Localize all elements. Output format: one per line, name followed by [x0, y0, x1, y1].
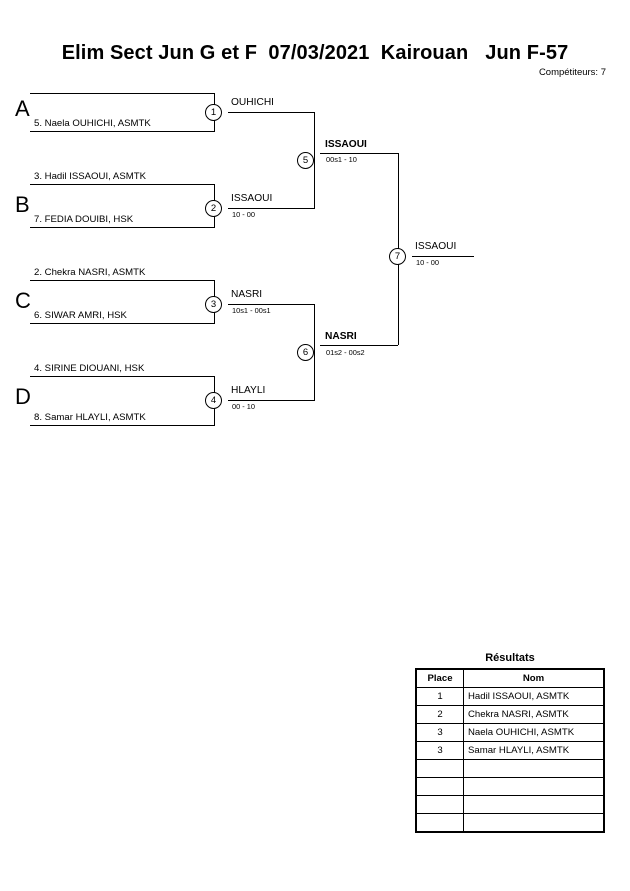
result-name: Samar HLAYLI, ASMTK: [463, 741, 605, 760]
result-place: 2: [415, 705, 464, 724]
group-label-d: D: [15, 384, 31, 409]
match-winner-5: ISSAOUI: [325, 139, 367, 150]
match-score-6: 01s2 - 00s2: [326, 348, 365, 357]
table-row: 1 Hadil ISSAOUI, ASMTK: [415, 687, 605, 706]
result-name: [463, 795, 605, 814]
group-label-b: B: [15, 192, 30, 217]
results-column-place: Place: [415, 668, 464, 688]
group-label-a: A: [15, 96, 30, 121]
results-column-name: Nom: [463, 668, 605, 688]
winner-line-2: [228, 208, 314, 209]
table-row: [415, 813, 605, 833]
winner-line-5: [320, 153, 398, 154]
slot-name-d-top: 4. SIRINE DIOUANI, HSK: [34, 363, 145, 374]
slot-name-c-top: 2. Chekra NASRI, ASMTK: [34, 267, 146, 278]
table-row: [415, 759, 605, 778]
slot-line-b-bottom: [30, 227, 214, 228]
match-winner-4: HLAYLI: [231, 385, 266, 396]
result-place: [415, 813, 464, 833]
slot-name-c-bottom: 6. SIWAR AMRI, HSK: [34, 310, 127, 321]
slot-line-a-top: [30, 93, 214, 94]
competitors-count: Compétiteurs: 7: [538, 67, 606, 78]
result-place: [415, 795, 464, 814]
result-place: 3: [415, 723, 464, 742]
table-row: 3 Samar HLAYLI, ASMTK: [415, 741, 605, 760]
result-place: 1: [415, 687, 464, 706]
result-name: Naela OUHICHI, ASMTK: [463, 723, 605, 742]
match-score-7: 10 - 00: [416, 258, 440, 267]
match-winner-3: NASRI: [231, 289, 263, 300]
tournament-bracket: A B C D 5. Naela OUHICHI, ASMTK 1 OUHICH…: [15, 93, 474, 426]
match-winner-6: NASRI: [325, 331, 357, 342]
results-body: 1 Hadil ISSAOUI, ASMTK 2 Chekra NASRI, A…: [415, 687, 605, 833]
result-place: [415, 777, 464, 796]
result-name: [463, 777, 605, 796]
match-number-2[interactable]: 2: [205, 200, 222, 217]
results-header-row: Place Nom: [415, 668, 605, 688]
match-number-3[interactable]: 3: [205, 296, 222, 313]
results-panel: Résultats Place Nom 1 Hadil ISSAOUI, ASM…: [415, 652, 605, 833]
slot-name-b-top: 3. Hadil ISSAOUI, ASMTK: [34, 171, 146, 182]
page-title: Elim Sect Jun G et F 07/03/2021 Kairouan…: [61, 42, 569, 64]
match-number-5[interactable]: 5: [297, 152, 314, 169]
match-number-1[interactable]: 1: [205, 104, 222, 121]
match-number-6[interactable]: 6: [297, 344, 314, 361]
match-score-4: 00 - 10: [232, 402, 256, 411]
slot-name-b-bottom: 7. FEDIA DOUIBI, HSK: [34, 214, 134, 225]
match-winner-7: ISSAOUI: [415, 241, 457, 252]
result-name: Hadil ISSAOUI, ASMTK: [463, 687, 605, 706]
slot-line-a-bottom: [30, 131, 214, 132]
slot-line-d-top: [30, 376, 214, 377]
table-row: 2 Chekra NASRI, ASMTK: [415, 705, 605, 724]
match-score-5: 00s1 - 10: [326, 155, 357, 164]
match-number-4[interactable]: 4: [205, 392, 222, 409]
slot-name-d-bottom: 8. Samar HLAYLI, ASMTK: [34, 412, 146, 423]
match-score-3: 10s1 - 00s1: [232, 306, 271, 315]
winner-line-1: [228, 112, 314, 113]
group-label-c: C: [15, 288, 31, 313]
result-place: [415, 759, 464, 778]
results-table: Place Nom 1 Hadil ISSAOUI, ASMTK 2 Chekr…: [415, 668, 605, 833]
match-connector-5: [314, 112, 315, 209]
winner-line-4: [228, 400, 314, 401]
slot-line-d-bottom: [30, 425, 214, 426]
slot-name-a-bottom: 5. Naela OUHICHI, ASMTK: [34, 118, 151, 129]
result-name: [463, 759, 605, 778]
match-connector-6: [314, 304, 315, 401]
results-title: Résultats: [485, 652, 535, 664]
match-winner-2: ISSAOUI: [231, 193, 273, 204]
result-name: [463, 813, 605, 833]
match-number-7[interactable]: 7: [389, 248, 406, 265]
slot-line-c-top: [30, 280, 214, 281]
slot-line-c-bottom: [30, 323, 214, 324]
table-row: 3 Naela OUHICHI, ASMTK: [415, 723, 605, 742]
table-row: [415, 795, 605, 814]
result-place: 3: [415, 741, 464, 760]
winner-line-6: [320, 345, 398, 346]
slot-line-b-top: [30, 184, 214, 185]
result-name: Chekra NASRI, ASMTK: [463, 705, 605, 724]
match-winner-1: OUHICHI: [231, 97, 275, 108]
winner-line-3: [228, 304, 314, 305]
match-score-2: 10 - 00: [232, 210, 256, 219]
table-row: [415, 777, 605, 796]
winner-line-7: [412, 256, 474, 257]
